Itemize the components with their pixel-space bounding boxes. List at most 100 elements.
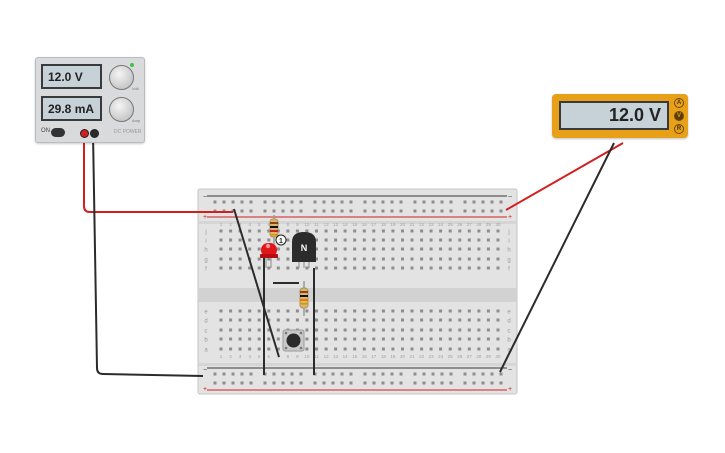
- terminal-hole[interactable]: [439, 318, 443, 322]
- rail-hole[interactable]: [349, 372, 353, 376]
- rail-hole[interactable]: [363, 209, 367, 213]
- terminal-hole[interactable]: [219, 229, 223, 233]
- rail-hole[interactable]: [490, 381, 494, 385]
- terminal-hole[interactable]: [343, 318, 347, 322]
- rail-hole[interactable]: [281, 209, 285, 213]
- terminal-hole[interactable]: [467, 347, 471, 351]
- terminal-hole[interactable]: [401, 347, 404, 351]
- terminal-hole[interactable]: [343, 328, 347, 332]
- terminal-hole[interactable]: [257, 247, 261, 251]
- terminal-hole[interactable]: [324, 238, 328, 242]
- terminal-hole[interactable]: [305, 347, 309, 351]
- terminal-hole[interactable]: [276, 266, 280, 270]
- terminal-hole[interactable]: [286, 247, 290, 251]
- rail-hole[interactable]: [340, 200, 344, 204]
- terminal-hole[interactable]: [496, 257, 500, 261]
- terminal-hole[interactable]: [448, 328, 452, 332]
- mode-button-volts[interactable]: V: [674, 111, 684, 121]
- rail-hole[interactable]: [463, 209, 467, 213]
- terminal-hole[interactable]: [219, 337, 223, 341]
- rail-hole[interactable]: [472, 209, 476, 213]
- terminal-hole[interactable]: [248, 318, 252, 322]
- terminal-hole[interactable]: [448, 238, 452, 242]
- terminal-hole[interactable]: [467, 328, 471, 332]
- terminal-hole[interactable]: [420, 247, 424, 251]
- rail-hole[interactable]: [249, 372, 253, 376]
- rail-hole[interactable]: [240, 200, 244, 204]
- terminal-hole[interactable]: [362, 229, 366, 233]
- terminal-hole[interactable]: [486, 318, 490, 322]
- terminal-hole[interactable]: [267, 318, 271, 322]
- terminal-hole[interactable]: [391, 247, 395, 251]
- terminal-hole[interactable]: [381, 337, 385, 341]
- rail-hole[interactable]: [331, 372, 335, 376]
- terminal-hole[interactable]: [229, 247, 233, 251]
- terminal-hole[interactable]: [362, 328, 366, 332]
- rail-hole[interactable]: [331, 381, 335, 385]
- terminal-hole[interactable]: [267, 257, 271, 261]
- terminal-hole[interactable]: [401, 257, 404, 261]
- rail-hole[interactable]: [399, 381, 403, 385]
- terminal-hole[interactable]: [267, 266, 271, 270]
- rail-hole[interactable]: [390, 381, 394, 385]
- terminal-hole[interactable]: [381, 266, 385, 270]
- terminal-hole[interactable]: [420, 347, 424, 351]
- terminal-hole[interactable]: [401, 238, 404, 242]
- terminal-hole[interactable]: [219, 318, 223, 322]
- terminal-hole[interactable]: [496, 337, 500, 341]
- terminal-hole[interactable]: [439, 328, 443, 332]
- terminal-hole[interactable]: [467, 318, 471, 322]
- terminal-hole[interactable]: [362, 337, 366, 341]
- wires[interactable]: [83, 132, 624, 377]
- rail-hole[interactable]: [213, 381, 217, 385]
- terminal-hole[interactable]: [429, 309, 433, 313]
- terminal-hole[interactable]: [353, 347, 357, 351]
- terminal-hole[interactable]: [401, 318, 404, 322]
- terminal-hole[interactable]: [353, 318, 357, 322]
- terminal-hole[interactable]: [324, 229, 328, 233]
- terminal-hole[interactable]: [420, 337, 424, 341]
- terminal-hole[interactable]: [343, 238, 347, 242]
- terminal-hole[interactable]: [286, 238, 290, 242]
- terminal-hole[interactable]: [362, 266, 366, 270]
- terminal-hole[interactable]: [334, 337, 338, 341]
- rail-hole[interactable]: [272, 381, 276, 385]
- terminal-hole[interactable]: [448, 257, 452, 261]
- rail-hole[interactable]: [213, 200, 217, 204]
- terminal-hole[interactable]: [410, 266, 414, 270]
- terminal-hole[interactable]: [420, 257, 424, 261]
- rail-hole[interactable]: [313, 381, 317, 385]
- terminal-hole[interactable]: [229, 347, 233, 351]
- rail-hole[interactable]: [340, 372, 344, 376]
- power-supply[interactable]: 12.0 V Volt 29.8 mA Amp ON DC POWER: [35, 57, 145, 143]
- rail-hole[interactable]: [440, 381, 444, 385]
- terminal-hole[interactable]: [362, 257, 366, 261]
- terminal-hole[interactable]: [496, 266, 500, 270]
- terminal-hole[interactable]: [353, 309, 357, 313]
- positive-terminal[interactable]: [80, 129, 89, 138]
- voltage-knob[interactable]: [109, 65, 134, 90]
- rail-hole[interactable]: [281, 372, 285, 376]
- terminal-hole[interactable]: [496, 229, 500, 233]
- terminal-hole[interactable]: [391, 328, 395, 332]
- rail-hole[interactable]: [431, 209, 435, 213]
- terminal-hole[interactable]: [477, 229, 481, 233]
- terminal-hole[interactable]: [439, 309, 443, 313]
- rail-hole[interactable]: [431, 381, 435, 385]
- terminal-hole[interactable]: [238, 347, 242, 351]
- terminal-hole[interactable]: [229, 229, 233, 233]
- wire-red-psu-positive[interactable]: [83, 133, 233, 213]
- rail-hole[interactable]: [363, 381, 367, 385]
- terminal-hole[interactable]: [401, 229, 404, 233]
- terminal-hole[interactable]: [458, 318, 462, 322]
- terminal-hole[interactable]: [420, 238, 424, 242]
- terminal-hole[interactable]: [305, 328, 309, 332]
- terminal-hole[interactable]: [477, 266, 481, 270]
- terminal-hole[interactable]: [305, 229, 309, 233]
- rail-hole[interactable]: [481, 372, 485, 376]
- terminal-hole[interactable]: [238, 257, 242, 261]
- terminal-hole[interactable]: [267, 328, 271, 332]
- terminal-hole[interactable]: [343, 266, 347, 270]
- components[interactable]: 1 N: [260, 215, 316, 352]
